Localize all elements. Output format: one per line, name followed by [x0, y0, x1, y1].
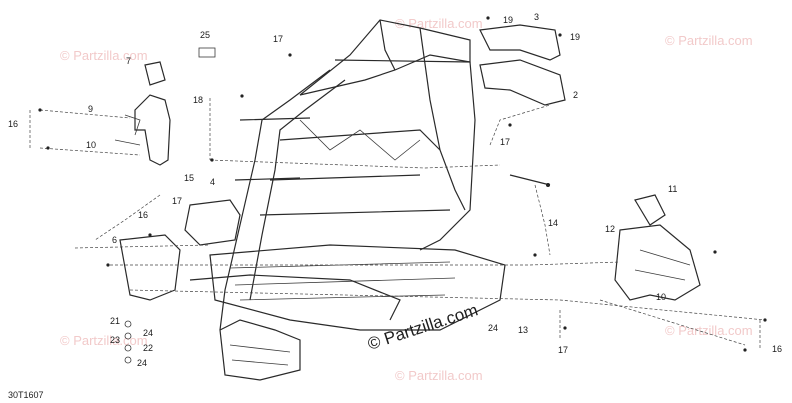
callout-14: 14	[548, 218, 558, 228]
watermark-text: © Partzilla.com	[60, 48, 148, 63]
partzilla-watermark: © Partzilla.com	[365, 300, 480, 353]
watermark-text: © Partzilla.com	[395, 368, 483, 383]
callout-16a: 16	[8, 119, 18, 129]
callout-2: 2	[573, 90, 578, 100]
callout-22: 22	[143, 343, 153, 353]
hardware-cluster	[124, 320, 132, 364]
diagram-code: 30T1607	[8, 390, 44, 400]
watermark-layer: © Partzilla.com © Partzilla.com © Partzi…	[60, 16, 753, 383]
callout-17b: 17	[500, 137, 510, 147]
watermark-text: © Partzilla.com	[60, 333, 148, 348]
callout-10b: 10	[656, 292, 666, 302]
part-25-box	[198, 47, 216, 58]
frame-assembly	[114, 19, 701, 381]
callout-4: 4	[210, 177, 215, 187]
callout-15: 15	[184, 173, 194, 183]
callout-6: 6	[112, 235, 117, 245]
callout-11: 11	[668, 184, 677, 194]
callout-10: 10	[86, 140, 96, 150]
callout-18: 18	[193, 95, 203, 105]
callout-19: 19	[503, 15, 513, 25]
callout-24b: 24	[137, 358, 147, 368]
callout-17d: 17	[558, 345, 568, 355]
callout-24c: 24	[488, 323, 498, 333]
callout-25: 25	[200, 30, 210, 40]
watermark-text: © Partzilla.com	[665, 33, 753, 48]
watermark-text: © Partzilla.com	[395, 16, 483, 31]
callout-17: 17	[273, 34, 283, 44]
callout-23: 23	[110, 335, 120, 345]
leader-lines	[29, 98, 766, 348]
callout-19b: 19	[570, 32, 580, 42]
callout-17c: 17	[172, 196, 182, 206]
callout-16b: 16	[138, 210, 148, 220]
callout-12: 12	[605, 224, 615, 234]
callout-16c: 16	[772, 344, 782, 354]
fastener-markers	[38, 16, 767, 352]
callout-3: 3	[534, 12, 539, 22]
callout-24a: 24	[143, 328, 153, 338]
callout-13: 13	[518, 325, 528, 335]
callout-9: 9	[88, 104, 93, 114]
callout-7: 7	[126, 56, 131, 66]
callout-21: 21	[110, 316, 120, 326]
watermark-text: © Partzilla.com	[665, 323, 753, 338]
callout-labels: 25 17 3 19 19 7 2 18 16 9 10 17 15 4 17 …	[8, 12, 782, 368]
